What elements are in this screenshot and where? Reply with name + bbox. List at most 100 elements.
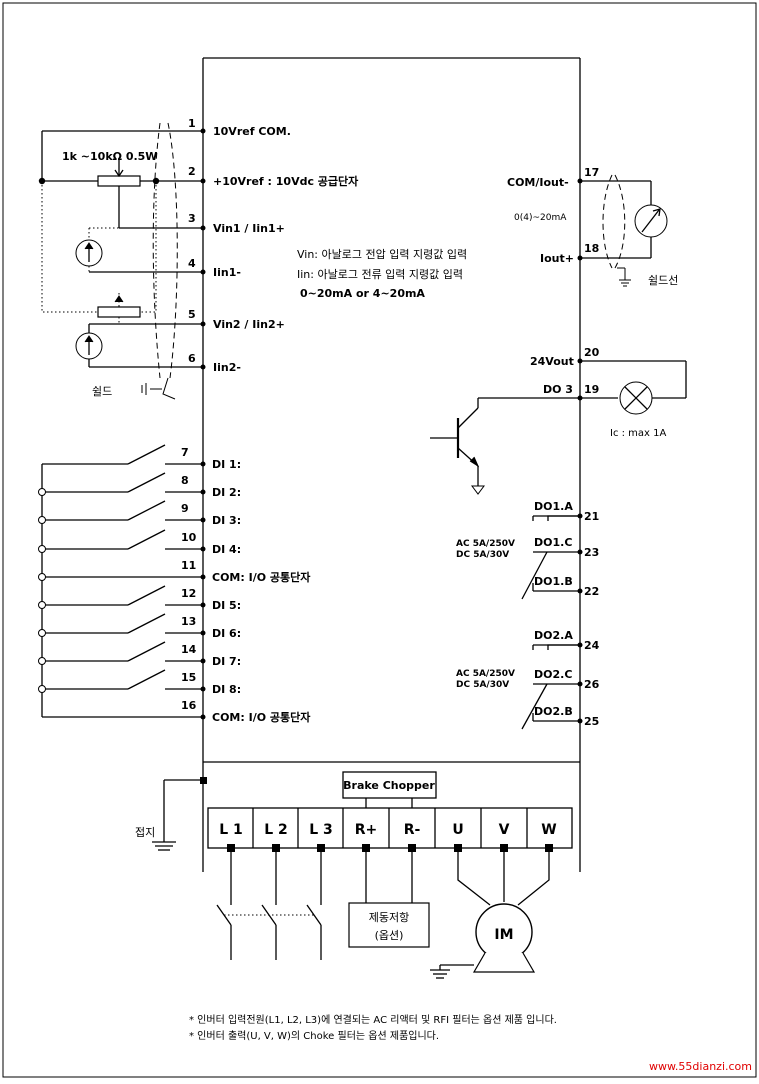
pin-num-3: 3 bbox=[188, 212, 196, 225]
bus-node bbox=[38, 629, 46, 637]
power-terminal-block bbox=[207, 807, 573, 849]
di-row: 13 DI 6: bbox=[38, 613, 241, 640]
di-label: DI 8: bbox=[212, 683, 241, 696]
brake-chopper-label: Brake Chopper bbox=[343, 779, 435, 792]
di-label: DI 2: bbox=[212, 486, 241, 499]
terminal-screw bbox=[272, 844, 280, 852]
di-pin-num: 9 bbox=[181, 502, 189, 515]
footnote-2: * 인버터 출력(U, V, W)의 Choke 필터는 옵션 제품입니다. bbox=[189, 1029, 439, 1042]
brake-resistor bbox=[348, 850, 430, 948]
pin-label-vin2: Vin2 / Iin2+ bbox=[213, 318, 285, 331]
relay-a-label: DO1.A bbox=[534, 500, 573, 513]
relay-rating-ac: AC 5A/250V bbox=[456, 539, 515, 549]
di-pin-num: 7 bbox=[181, 446, 189, 459]
watermark: www.55dianzi.com bbox=[649, 1060, 752, 1073]
power-terminal-label: L 2 bbox=[264, 822, 288, 838]
power-terminal-label: R+ bbox=[355, 822, 378, 838]
inverter-body bbox=[202, 57, 581, 872]
relay-c-num: 23 bbox=[584, 546, 599, 559]
mains-switches bbox=[216, 850, 322, 960]
analog-note-iin: Iin: 아날로그 전류 입력 지령값 입력 bbox=[297, 268, 463, 281]
di-label: DI 1: bbox=[212, 458, 241, 471]
pin-num-2: 2 bbox=[188, 165, 196, 178]
bus-node bbox=[38, 573, 46, 581]
footnote-1: * 인버터 입력전원(L1, L2, L3)에 연결되는 AC 리액터 및 RF… bbox=[189, 1013, 557, 1026]
di-pin-num: 15 bbox=[181, 671, 196, 684]
di-row: 14 DI 7: bbox=[38, 641, 241, 668]
power-terminal-label: U bbox=[452, 822, 463, 838]
pin-label-iout-plus: Iout+ bbox=[540, 252, 574, 265]
pin-label-do3: DO 3 bbox=[543, 383, 573, 396]
terminal-screw bbox=[454, 844, 462, 852]
di-label: DI 5: bbox=[212, 599, 241, 612]
analog-note-vin: Vin: 아날로그 전압 입력 지령값 입력 bbox=[297, 248, 467, 261]
brake-resistor-option: (옵션) bbox=[375, 929, 404, 942]
do3-section bbox=[430, 360, 687, 495]
terminal-screw bbox=[317, 844, 325, 852]
di-row: 15 DI 8: bbox=[38, 669, 241, 696]
bus-node bbox=[38, 516, 46, 524]
pin-num-4: 4 bbox=[188, 257, 196, 270]
di-pin-num: 11 bbox=[181, 559, 196, 572]
di-label: DI 6: bbox=[212, 627, 241, 640]
terminal-screw bbox=[500, 844, 508, 852]
analog-input-section bbox=[38, 122, 203, 400]
pin-num-6: 6 bbox=[188, 352, 196, 365]
di-pin-num: 14 bbox=[181, 643, 197, 656]
relay-b-label: DO1.B bbox=[534, 575, 573, 588]
di-pin-num: 10 bbox=[181, 531, 197, 544]
brake-resistor-label: 제동저항 bbox=[369, 911, 409, 924]
power-terminal-label: R- bbox=[404, 822, 421, 838]
pin-num-18: 18 bbox=[584, 242, 599, 255]
di-label: DI 7: bbox=[212, 655, 241, 668]
relay-a-label: DO2.A bbox=[534, 629, 573, 642]
relay-a-num: 24 bbox=[584, 639, 600, 652]
di-row: 9 DI 3: bbox=[38, 500, 241, 527]
relay-c-label: DO1.C bbox=[534, 536, 572, 549]
analog-note-range: 0~20mA or 4~20mA bbox=[300, 287, 425, 300]
pin-label-iin2-minus: Iin2- bbox=[213, 361, 241, 374]
ground-label: 접지 bbox=[135, 826, 155, 839]
di-label: DI 4: bbox=[212, 543, 241, 556]
terminal-screw bbox=[545, 844, 553, 852]
pin-label-com-iout: COM/Iout- bbox=[507, 176, 569, 189]
bus-node bbox=[38, 488, 46, 496]
relay-rating-dc: DC 5A/30V bbox=[456, 550, 509, 560]
pin-num-19: 19 bbox=[584, 383, 599, 396]
di-pin-num: 16 bbox=[181, 699, 197, 712]
potentiometer-label: 1k ~10kΩ 0.5W bbox=[62, 150, 157, 163]
potentiometer-icon bbox=[97, 306, 141, 318]
power-terminal-label: L 3 bbox=[309, 822, 333, 838]
di-pin-num: 13 bbox=[181, 615, 196, 628]
relay-rating-ac: AC 5A/250V bbox=[456, 669, 515, 679]
motor bbox=[430, 850, 550, 979]
di-row: 8 DI 2: bbox=[38, 472, 241, 499]
bus-node bbox=[38, 657, 46, 665]
shield-label-left: 쉴드 bbox=[92, 385, 112, 398]
pin-label-vin1: Vin1 / Iin1+ bbox=[213, 222, 285, 235]
pin-label-24vout: 24Vout bbox=[530, 355, 574, 368]
potentiometer-icon bbox=[97, 175, 141, 187]
motor-label: IM bbox=[494, 927, 513, 943]
analog-output-section bbox=[580, 174, 668, 287]
relay-c-num: 26 bbox=[584, 678, 600, 691]
power-terminal-label: W bbox=[541, 822, 556, 838]
shield-label-right: 쉴드선 bbox=[648, 274, 678, 287]
di-label: DI 3: bbox=[212, 514, 241, 527]
pin-num-1: 1 bbox=[188, 117, 196, 130]
di-pin-num: 8 bbox=[181, 474, 189, 487]
di-row: 7 DI 1: bbox=[42, 444, 241, 471]
bus-node bbox=[38, 685, 46, 693]
relay-b-label: DO2.B bbox=[534, 705, 573, 718]
di-label: COM: I/O 공통단자 bbox=[212, 570, 311, 584]
pin-num-5: 5 bbox=[188, 308, 196, 321]
di-row: 10 DI 4: bbox=[38, 529, 241, 556]
relay-a-num: 21 bbox=[584, 510, 599, 523]
